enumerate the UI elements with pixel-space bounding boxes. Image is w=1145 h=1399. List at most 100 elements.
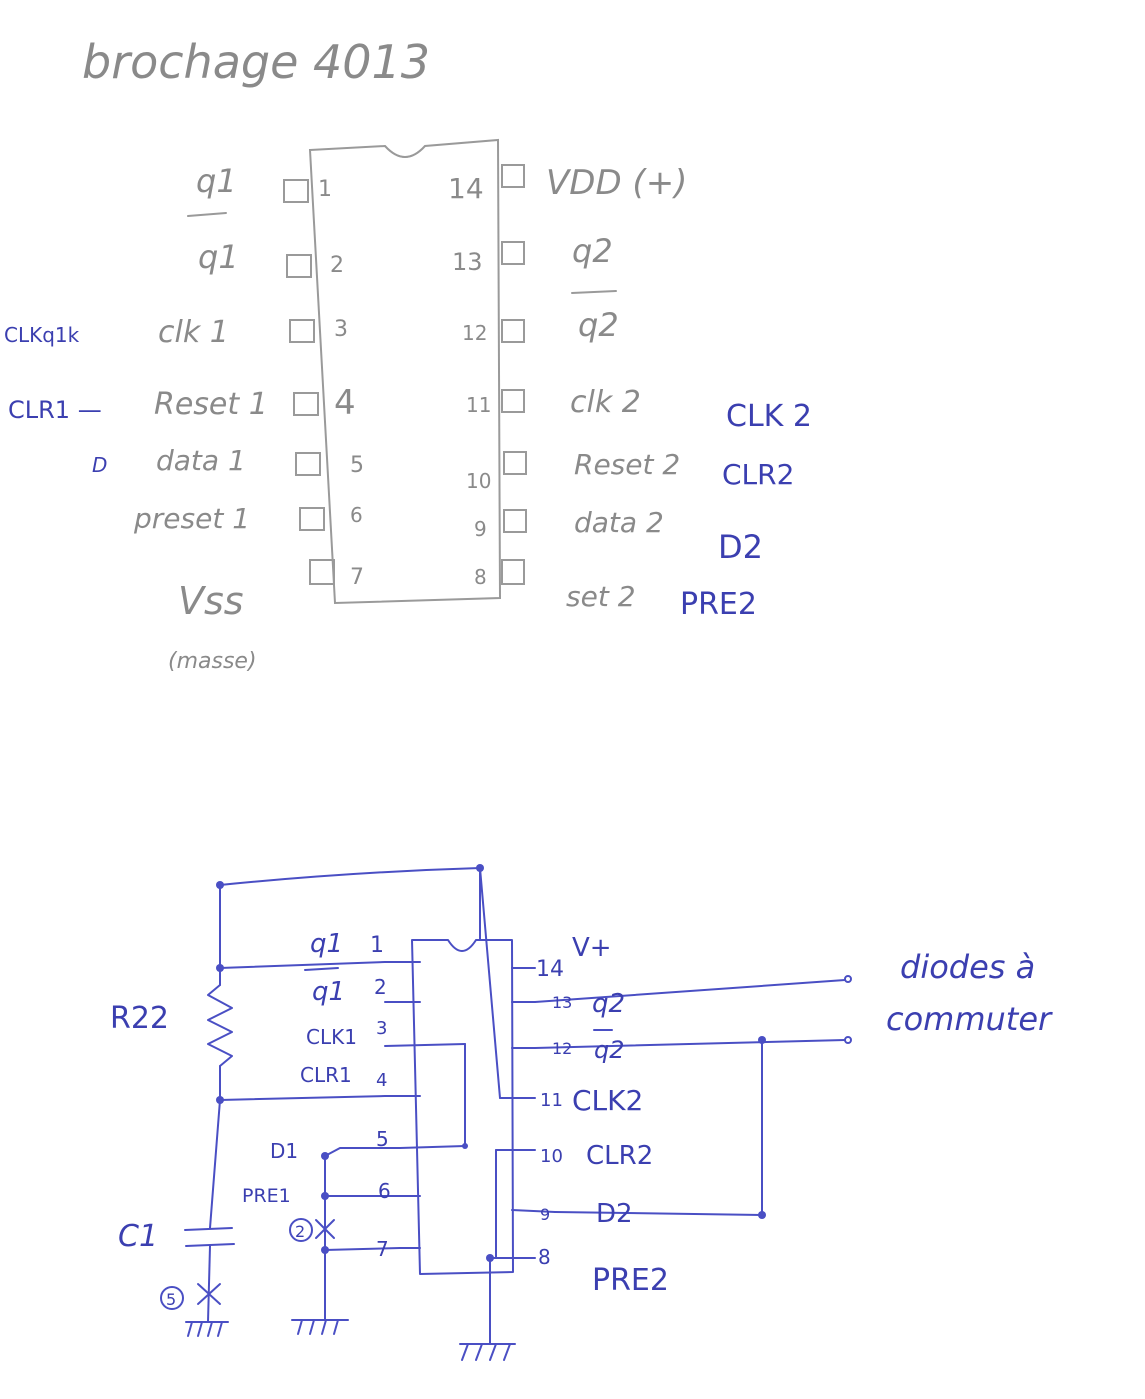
capacitor-c1-plate-bottom [185, 1243, 235, 1247]
pin-name-clk1: clk 1 [158, 315, 229, 350]
ic-notch [384, 145, 426, 158]
sch-pin-name-clr1: CLR1 [300, 1063, 352, 1087]
wire-q2bar-out [534, 1039, 846, 1049]
pin-name-q2-bar: q2 [578, 306, 619, 344]
schematic-diagram: 1 q1 2 q1 CLK1 3 CLR1 4 D1 5 PRE1 6 7 14… [110, 864, 1053, 1361]
pin-box-left-6 [299, 507, 325, 531]
pin-name-data2: data 2 [574, 506, 664, 539]
vss-note: (masse) [168, 649, 257, 674]
sch-pin-name-vplus: V+ [572, 933, 612, 963]
sch-overbar-q1 [304, 967, 339, 971]
sch-pin-num-3: 3 [376, 1018, 387, 1039]
note-clr2: CLR2 [722, 458, 794, 491]
sch-pin-num-7: 7 [376, 1237, 389, 1261]
sch-pin-num-8: 8 [538, 1245, 551, 1269]
pin-name-clk2: clk 2 [570, 385, 641, 420]
pin-num-left-7: 7 [350, 565, 364, 590]
pin-name-reset2: Reset 2 [574, 448, 680, 481]
ic-body-outline [308, 138, 502, 605]
pin-num-right-11: 11 [466, 393, 491, 417]
pin-num-left-2: 2 [330, 253, 344, 278]
sch-pin-name-q1-bar: q1 [312, 977, 345, 1007]
sch-pin-num-13: 13 [552, 993, 572, 1012]
diodes-note-line1: diodes à [900, 948, 1035, 986]
wire-top-loop [219, 867, 481, 941]
diodes-note-line2: commuter [886, 1000, 1053, 1038]
ground-pre1-icon [297, 1319, 339, 1335]
circled-marker-2-text: 2 [295, 1222, 305, 1241]
pin-num-right-8: 8 [474, 565, 487, 589]
pin-box-left-7 [309, 559, 335, 585]
sch-pin-name-q2-bar: q2 [594, 1036, 625, 1064]
junction-dot [476, 864, 484, 872]
pin-num-left-3: 3 [334, 317, 348, 342]
sch-pin-name-clk1: CLK1 [306, 1025, 357, 1049]
pin-num-left-5: 5 [350, 453, 364, 478]
sch-pin-name-q2: q2 [592, 989, 625, 1019]
sch-pin-name-clk2: CLK2 [572, 1084, 643, 1117]
vss-label: Vss [178, 579, 244, 623]
sch-pin-name-pre1: PRE1 [242, 1185, 291, 1207]
pin-num-right-14: 14 [448, 172, 484, 205]
sch-pin-num-4: 4 [376, 1070, 387, 1091]
sch-pin-name-q1: q1 [310, 929, 343, 959]
terminal-q2 [844, 975, 852, 983]
sch-pin-num-5: 5 [376, 1127, 389, 1151]
ground-main-icon [461, 1343, 511, 1361]
pin-box-right-11 [501, 389, 525, 413]
pinout-diagram: 1 2 3 4 5 6 7 14 13 12 11 10 9 8 q1 q1 c… [4, 138, 812, 674]
wire-q1-to-rail [219, 961, 386, 969]
junction-dot [216, 1096, 224, 1104]
pin-box-right-14 [501, 164, 525, 188]
circled-marker-5-text: 5 [166, 1290, 176, 1309]
wire-feedback-d2 [554, 1039, 763, 1216]
pin5-stub [399, 1145, 466, 1149]
pin-box-right-12 [501, 319, 525, 343]
sch-pin-name-d1: D1 [270, 1139, 298, 1163]
pin-box-right-10 [503, 451, 527, 475]
pin-name-q2: q2 [572, 232, 613, 270]
wire-q2-out [534, 979, 846, 1003]
sch-pin-name-d2: D2 [596, 1199, 633, 1229]
pin-name-q1-bar: q1 [198, 238, 239, 276]
pin-box-left-4 [293, 392, 319, 416]
pin-num-right-13: 13 [452, 248, 483, 276]
pin9-stub [511, 1209, 556, 1213]
pin-num-right-12: 12 [462, 321, 487, 345]
pin-num-right-9: 9 [474, 517, 487, 541]
circled-marker-2 [289, 1218, 313, 1242]
junction-dot [321, 1192, 329, 1200]
sch-pin-num-2: 2 [374, 975, 387, 999]
sch-pin-num-9: 9 [540, 1205, 550, 1224]
junction-dot [758, 1211, 766, 1219]
wire-d1 [324, 1147, 401, 1157]
pin-box-right-9 [503, 509, 527, 533]
pin-name-vdd: VDD (+) [546, 163, 687, 203]
pin-box-right-13 [501, 241, 525, 265]
overbar-q2-bar [571, 290, 617, 294]
junction-dot [758, 1036, 766, 1044]
junction-dot [462, 1143, 468, 1149]
pin-name-q1: q1 [196, 162, 237, 200]
capacitor-c1-label: C1 [118, 1219, 158, 1254]
wire-vplus-drop [479, 867, 501, 1099]
resistor-r22-symbol [207, 984, 233, 1067]
pin3-stub [384, 1043, 466, 1047]
pin-name-preset1: preset 1 [133, 502, 250, 535]
pin-num-left-6: 6 [350, 503, 363, 527]
sch-pin-num-11: 11 [540, 1090, 563, 1111]
page-title: brochage 4013 [82, 35, 430, 89]
note-d: D [92, 453, 107, 477]
capacitor-c1-plate-top [184, 1227, 233, 1231]
pin-box-left-3 [289, 319, 315, 343]
pin-name-data1: data 1 [156, 444, 246, 477]
sch-pin-num-6: 6 [378, 1179, 391, 1203]
wire-c1-bottom [207, 1245, 211, 1323]
junction-dot [216, 964, 224, 972]
schematic-ic-outline [411, 939, 514, 1275]
junction-dot [216, 881, 224, 889]
sch-pin-num-10: 10 [540, 1146, 563, 1167]
pin-box-left-5 [295, 452, 321, 476]
